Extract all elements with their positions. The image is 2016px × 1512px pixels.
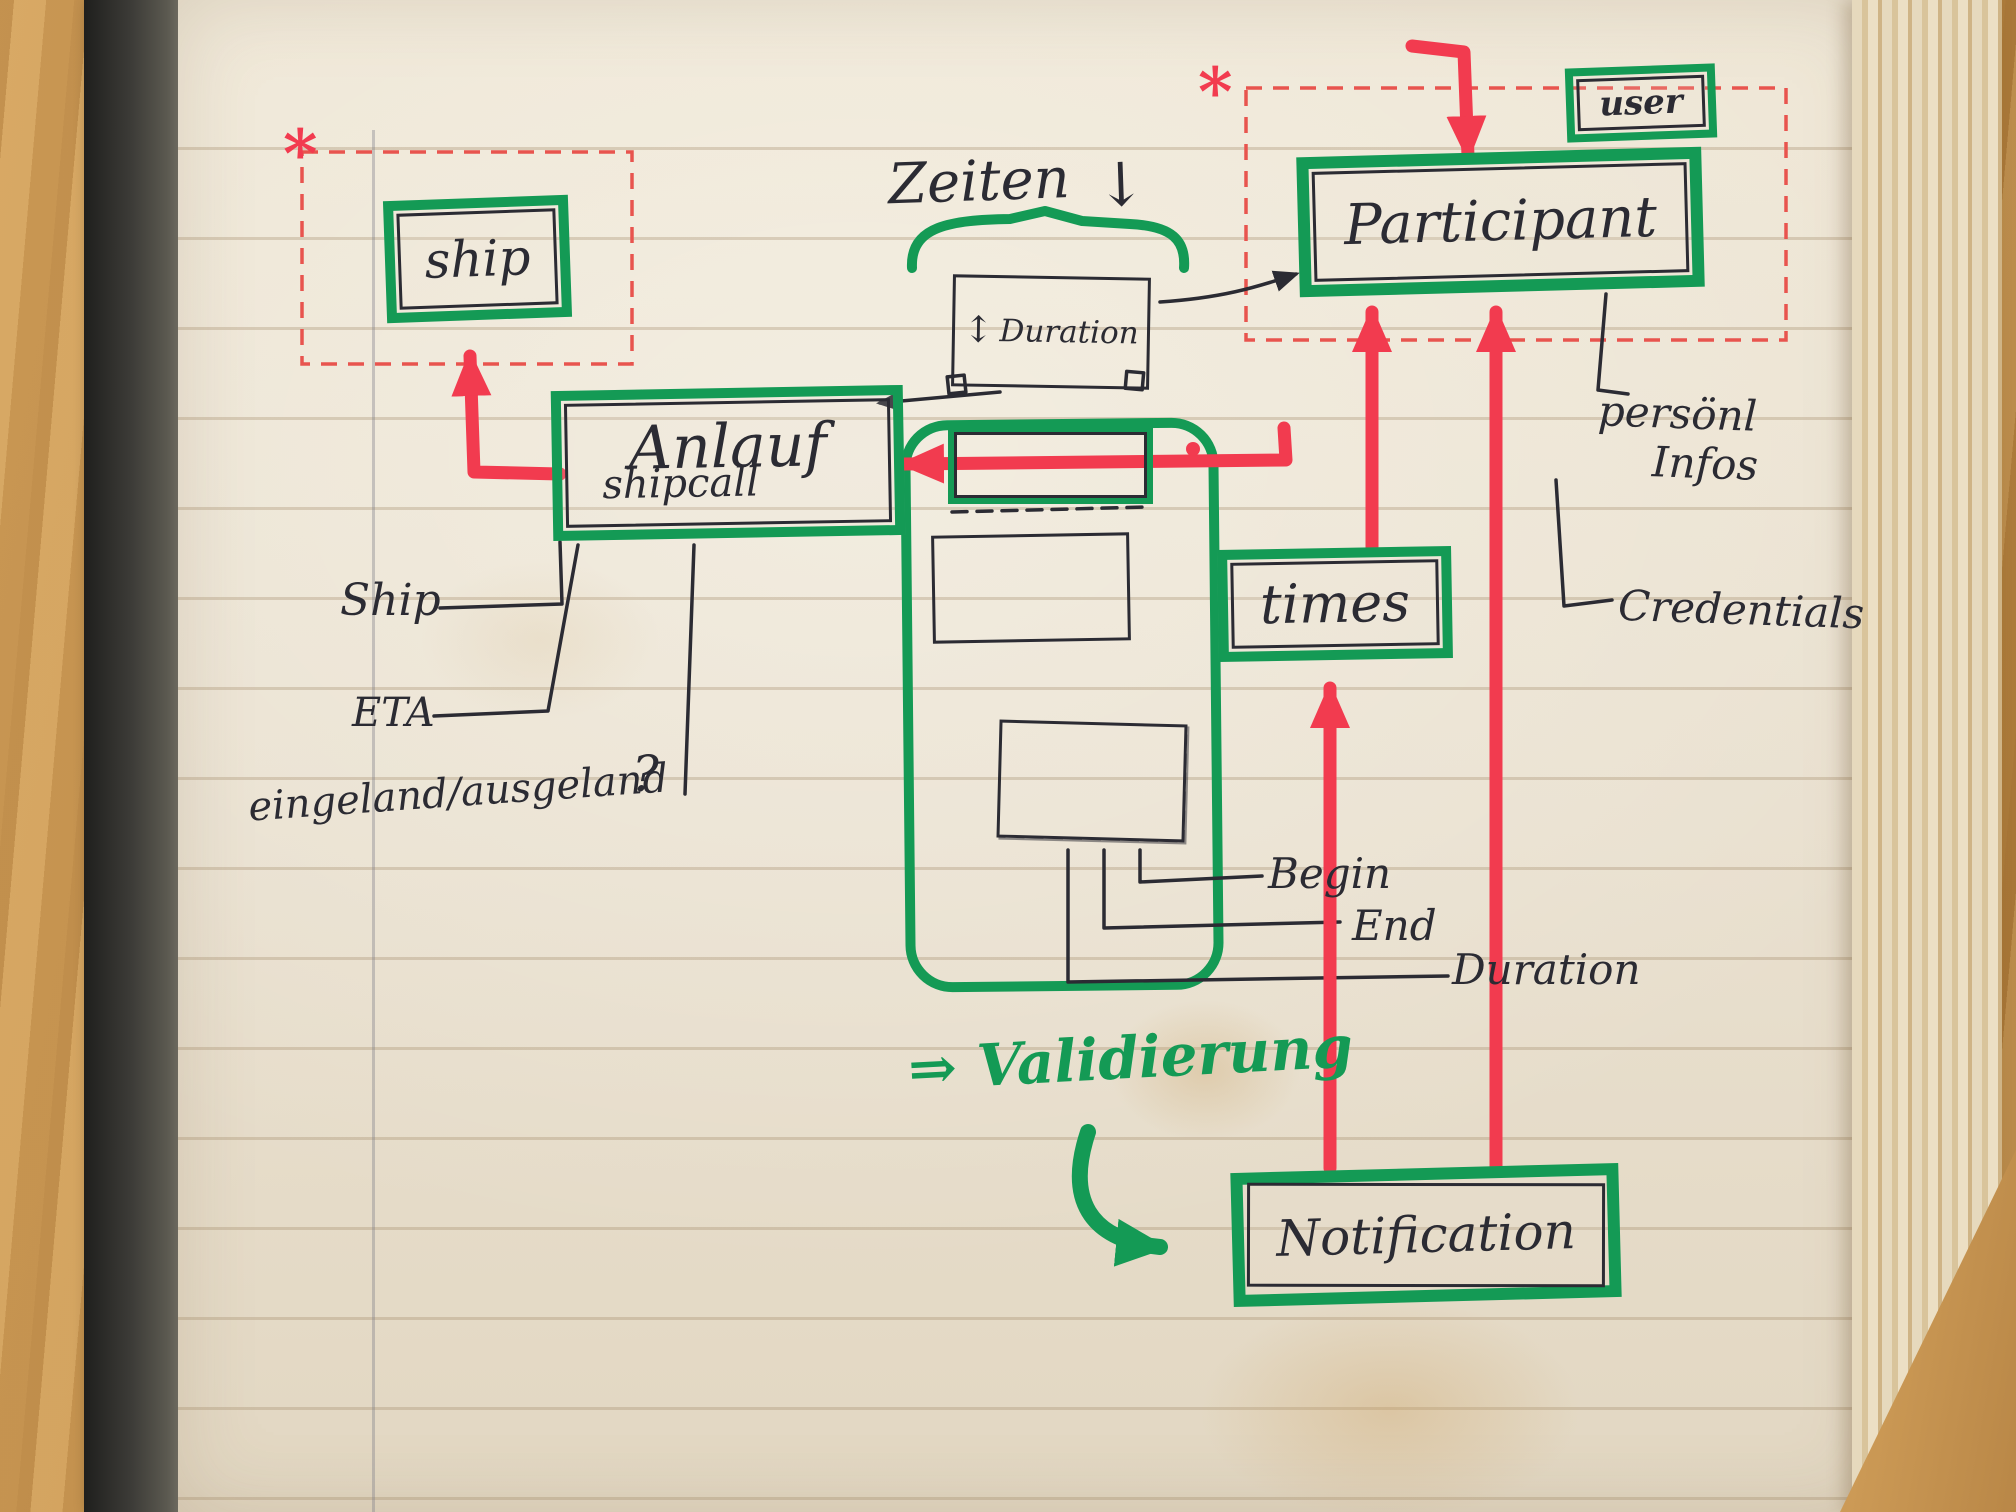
zeiten-heading-text: Zeiten <box>886 146 1071 218</box>
entity-anlauf-sublabel: shipcall <box>601 459 760 509</box>
attr-eta: ETA <box>352 690 435 736</box>
attr-duration: Duration <box>1452 945 1641 994</box>
question-mark: ? <box>632 745 659 803</box>
entity-times: times <box>1217 545 1453 663</box>
attr-ship: Ship <box>340 575 441 626</box>
entity-participant: Participant <box>1296 146 1705 298</box>
entity-ship-label: ship <box>423 228 532 290</box>
time-entry-box-2 <box>931 532 1131 644</box>
coffee-stain <box>420 560 660 720</box>
entity-duration: ↕ Duration <box>951 274 1151 390</box>
entity-times-label: times <box>1259 570 1411 637</box>
resize-arrow-icon: ↕ <box>963 309 994 352</box>
entity-participant-label: Participant <box>1343 184 1658 259</box>
attr-credentials: Credentials <box>1617 580 1866 639</box>
entity-duration-label: Duration <box>999 312 1139 352</box>
entity-notification: Notification <box>1230 1162 1622 1308</box>
down-arrow-icon: ↓ <box>1094 149 1148 222</box>
zeiten-heading: Zeiten ↓ <box>886 144 1147 221</box>
attr-begin: Begin <box>1268 849 1392 898</box>
asterisk-right: * <box>1198 53 1233 131</box>
time-entry-box-3 <box>996 719 1188 843</box>
coffee-stain <box>1200 1300 1580 1512</box>
entity-notification-label: Notification <box>1275 1202 1577 1268</box>
time-entry-box-1 <box>948 426 1153 504</box>
asterisk-left: * <box>283 115 318 193</box>
attr-infos: Infos <box>1651 437 1759 490</box>
notebook-spine <box>84 0 188 1512</box>
margin-line <box>372 130 375 1512</box>
attr-end: End <box>1352 901 1437 950</box>
attr-persoenl: persönl <box>1597 386 1758 441</box>
entity-ship: ship <box>382 194 573 324</box>
entity-user: user <box>1564 63 1718 143</box>
entity-anlauf: Anlauf shipcall <box>550 384 906 542</box>
coffee-stain <box>1110 1000 1300 1140</box>
entity-user-label: user <box>1598 81 1684 125</box>
